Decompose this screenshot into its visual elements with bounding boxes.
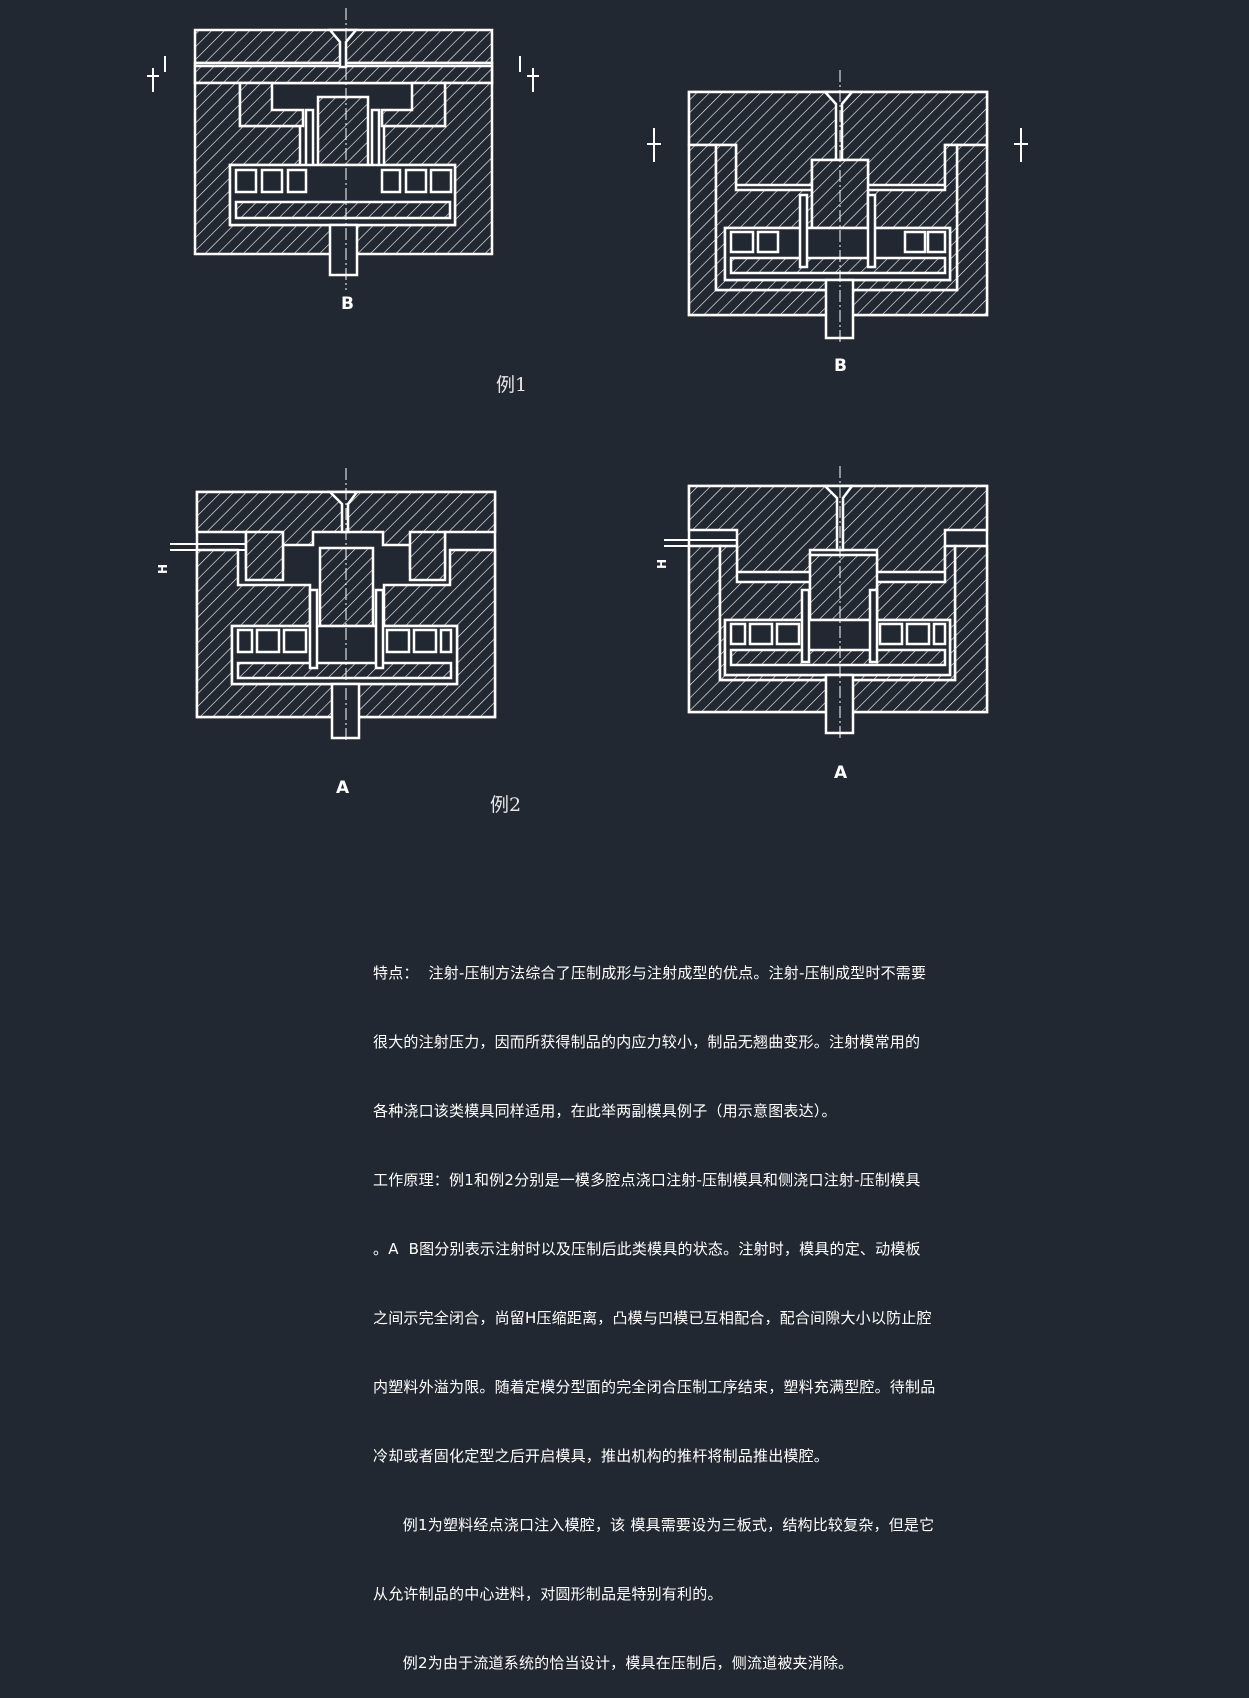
description-line: 冷却或者固化定型之后开启模具，推出机构的推杆将制品推出模腔。 (373, 1447, 830, 1465)
caption-example-1: 例1 (496, 374, 528, 396)
mold-drawing-ex1-b (147, 8, 539, 290)
description-line: 特点： 注射-压制方法综合了压制成形与注射成型的优点。注射-压制成型时不需要 (373, 964, 927, 982)
drawing-label-bottom-right: A (834, 763, 848, 783)
mold-drawings-canvas (147, 8, 1028, 742)
description-line: 。A B图分别表示注射时以及压制后此类模具的状态。注射时，模具的定、动模板 (373, 1240, 921, 1258)
description-line: 从允许制品的中心进料，对圆形制品是特别有利的。 (373, 1585, 723, 1603)
description-line: 内塑料外溢为限。随着定模分型面的完全闭合压制工序结束，塑料充满型腔。待制品 (373, 1378, 936, 1396)
description-line: 各种浇口该类模具同样适用，在此举两副模具例子（用示意图表达）。 (373, 1102, 837, 1120)
description-line: 例1为塑料经点浇口注入模腔，该 模具需要设为三板式，结构比较复杂，但是它 (373, 1516, 935, 1534)
description-line: 工作原理：例1和例2分别是一模多腔点浇口注射-压制模具和侧浇口注射-压制模具 (373, 1171, 921, 1189)
description-line: 例2为由于流道系统的恰当设计，模具在压制后，侧流道被夹消除。 (373, 1654, 854, 1672)
description-text-block: 特点： 注射-压制方法综合了压制成形与注射成型的优点。注射-压制成型时不需要 很… (373, 916, 1013, 1698)
mold-drawing-ex2-b (664, 466, 989, 740)
description-line: 之间示完全闭合，尚留H压缩距离，凸模与凹模已互相配合，配合间隙大小以防止腔 (373, 1309, 932, 1327)
caption-example-2: 例2 (490, 794, 522, 816)
mold-drawing-ex1-a (647, 70, 1028, 345)
drawing-label-bottom-left: A (336, 778, 350, 798)
description-line: 很大的注射压力，因而所获得制品的内应力较小，制品无翘曲变形。注射模常用的 (373, 1033, 921, 1051)
drawing-label-top-right: B (834, 356, 847, 376)
mold-drawing-ex2-a (170, 468, 497, 742)
drawing-label-top-left: B (341, 294, 354, 314)
gap-mark-label-left: H (156, 563, 171, 575)
gap-mark-label-right: H (655, 558, 670, 570)
